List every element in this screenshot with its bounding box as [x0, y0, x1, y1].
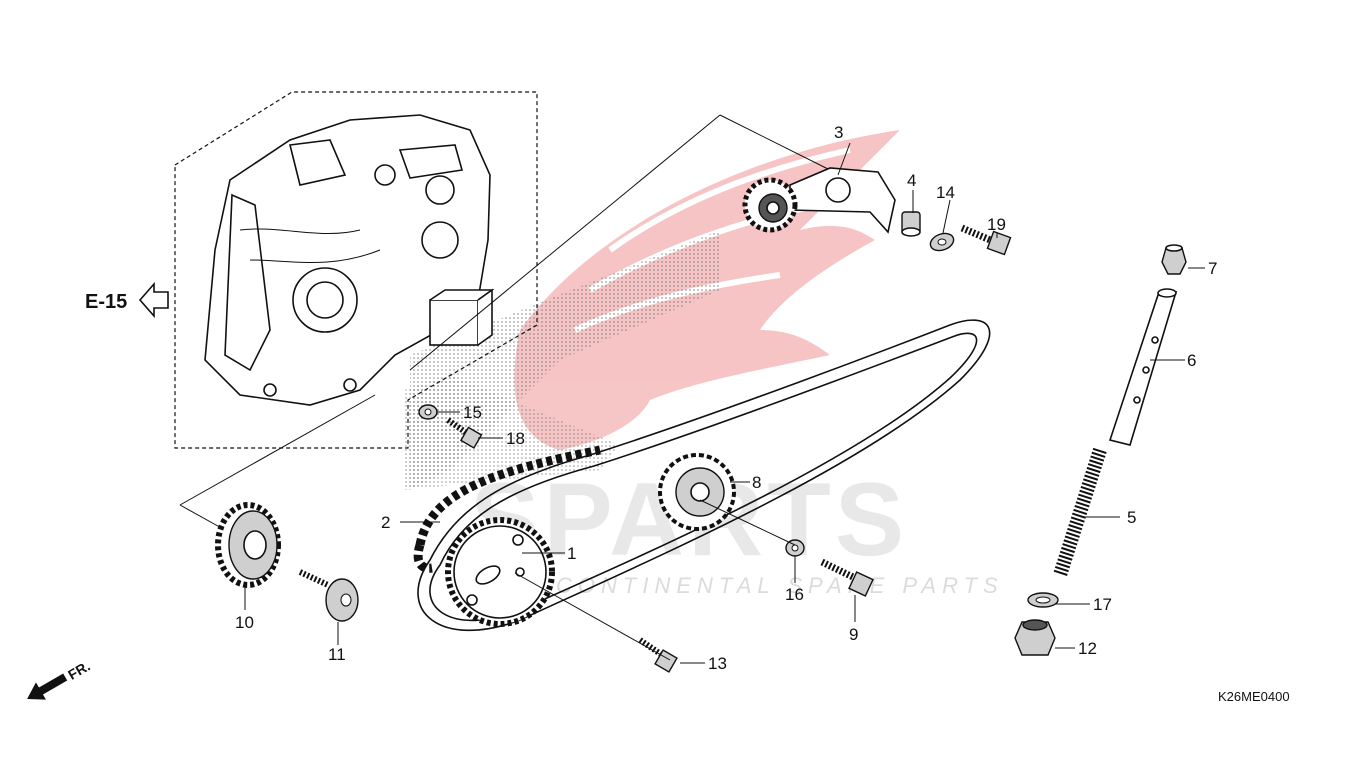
part-1-cam-sprocket — [445, 517, 555, 627]
crankcase-cover — [204, 114, 495, 406]
callout-9: 9 — [849, 625, 858, 644]
part-19-bolt — [960, 224, 1012, 256]
part-6-push-rod — [1108, 288, 1178, 446]
callout-19: 19 — [987, 215, 1006, 234]
part-17-washer — [1027, 592, 1059, 608]
part-3-tensioner-arm — [742, 167, 896, 234]
front-direction-marker: FR. — [27, 658, 93, 700]
part-14-washer — [929, 232, 955, 252]
part-11-pin — [298, 569, 359, 622]
callout-11: 11 — [328, 645, 346, 664]
part-18-bolt — [446, 417, 483, 449]
crankcase-dashed-enclosure — [174, 91, 538, 449]
part-9-bolt — [820, 558, 874, 597]
callout-13: 13 — [708, 654, 727, 673]
callout-3: 3 — [834, 123, 843, 142]
cross-reference-label: E-15 — [85, 291, 127, 313]
callout-14: 14 — [936, 183, 955, 202]
part-13-bolt — [638, 637, 678, 673]
front-arrow-icon — [27, 673, 68, 700]
part-12-sealing-bolt — [1014, 619, 1056, 656]
part-7-cap — [1161, 244, 1187, 275]
callout-6: 6 — [1187, 351, 1196, 370]
callout-2: 2 — [381, 513, 390, 532]
callout-15: 15 — [463, 403, 482, 422]
callout-4: 4 — [907, 171, 916, 190]
callout-8: 8 — [752, 473, 761, 492]
part-4-collar — [901, 211, 921, 237]
callout-10: 10 — [235, 613, 254, 632]
diagram-reference-code: K26ME0400 — [1218, 689, 1290, 704]
front-label: FR. — [65, 658, 93, 683]
part-5-spring — [1053, 447, 1107, 578]
callout-16: 16 — [785, 585, 804, 604]
hollow-arrow-left-icon — [138, 281, 169, 319]
part-15-washer — [418, 404, 438, 420]
part-8-guide-roller — [658, 453, 736, 531]
callout-12: 12 — [1078, 639, 1097, 658]
callout-5: 5 — [1127, 508, 1136, 527]
callout-1: 1 — [567, 544, 576, 563]
callout-17: 17 — [1093, 595, 1112, 614]
callout-18: 18 — [506, 429, 525, 448]
callout-leaders — [244, 142, 1205, 664]
callout-7: 7 — [1208, 259, 1217, 278]
part-10-drive-sprocket — [215, 502, 281, 588]
